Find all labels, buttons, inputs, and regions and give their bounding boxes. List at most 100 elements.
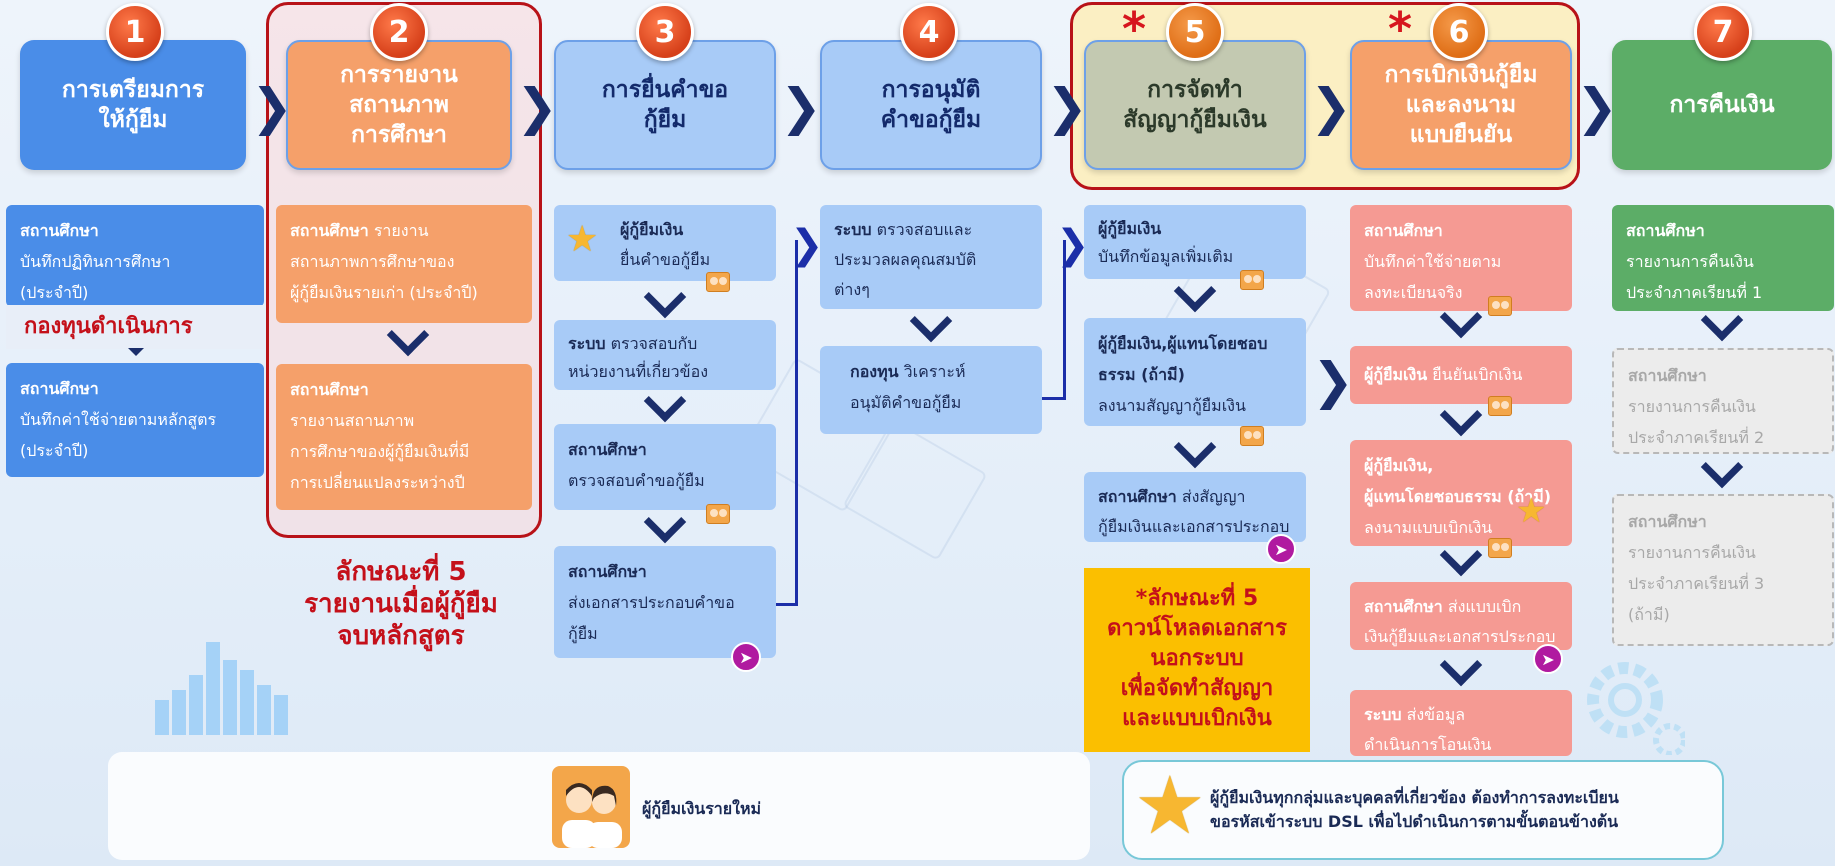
new-borrower-icon	[1240, 270, 1264, 290]
background-bar-graphic	[155, 640, 300, 735]
connector-line	[776, 240, 798, 606]
card-text: บันทึกปฏิทินการศึกษา (ประจำปี)	[20, 252, 171, 302]
chevron-down-icon	[643, 275, 687, 319]
col6-card-send-form: สถานศึกษา ส่งแบบเบิก เงินกู้ยืมและเอกสาร…	[1350, 582, 1572, 650]
step3-number: 3	[654, 14, 676, 50]
col6-card-record-expenses: สถานศึกษา บันทึกค่าใช้จ่ายตาม ลงทะเบียนจ…	[1350, 205, 1572, 311]
step2-number: 2	[388, 14, 410, 50]
card-actor: สถานศึกษา	[568, 440, 647, 459]
background-gear-icon	[1575, 645, 1687, 757]
star-legend-note: ผู้กู้ยืมเงินทุกกลุ่มและบุคคลที่เกี่ยวข้…	[1210, 788, 1619, 831]
step1-number-badge: 1	[106, 3, 164, 61]
card-text: ตรวจสอบและ ประมวลผลคุณสมบัติ ต่างๆ	[834, 220, 977, 299]
step7-title: การคืนเงิน	[1669, 92, 1775, 118]
col3-card-send-docs: สถานศึกษา ส่งเอกสารประกอบคำขอ กู้ยืม	[554, 546, 776, 658]
new-borrower-legend-label: ผู้กู้ยืมเงินรายใหม่	[642, 799, 762, 818]
card-text: รายงาน สถานภาพการศึกษาของ ผู้กู้ยืมเงินร…	[290, 221, 478, 302]
card-actor: สถานศึกษา	[20, 379, 99, 398]
step4-number: 4	[918, 14, 940, 50]
send-icon: ➤	[1533, 644, 1563, 674]
connector-line	[1042, 240, 1066, 400]
legend-panel-right	[1122, 760, 1724, 860]
col3-card-institution-check: สถานศึกษา ตรวจสอบคำขอกู้ยืม	[554, 424, 776, 510]
new-borrower-icon	[706, 272, 730, 292]
step6-title: การเบิกเงินกู้ยืม และลงนาม แบบยืนยัน	[1384, 62, 1538, 148]
col6-card-sign-form: ผู้กู้ยืมเงิน, ผู้แทนโดยชอบธรรม (ถ้ามี) …	[1350, 440, 1572, 546]
step5-asterisk: *	[1122, 2, 1147, 56]
card-actor: ผู้กู้ยืมเงิน,ผู้แทนโดยชอบ ธรรม (ถ้ามี)	[1098, 334, 1268, 384]
card-text: ส่งข้อมูล ดำเนินการโอนเงิน	[1364, 705, 1492, 754]
step4-title: การอนุมัติ คำขอกู้ยืม	[880, 77, 982, 133]
col5-note: *ลักษณะที่ 5 ดาวน์โหลดเอกสาร นอกระบบ เพื…	[1084, 568, 1310, 752]
step1-header: การเตรียมการ ให้กู้ยืม	[20, 40, 246, 170]
card-actor: กองทุน	[850, 362, 899, 381]
arrow-right-icon: ❯	[1046, 78, 1088, 136]
card-text: ลงนามแบบเบิกเงิน	[1364, 518, 1493, 537]
card-actor: ระบบ	[568, 334, 606, 353]
col3-card-system-check: ระบบ ตรวจสอบกับ หน่วยงานที่เกี่ยวข้อง	[554, 320, 776, 390]
card-actor: ผู้กู้ยืมเงิน	[620, 220, 684, 239]
card-text: วิเคราะห์ อนุมัติคำขอกู้ยืม	[850, 362, 966, 412]
send-icon: ➤	[731, 642, 761, 672]
step6-number: 6	[1448, 14, 1470, 50]
step6-number-badge: 6	[1430, 3, 1488, 61]
col5-card-sign-contract: ผู้กู้ยืมเงิน,ผู้แทนโดยชอบ ธรรม (ถ้ามี) …	[1084, 318, 1306, 426]
new-borrower-legend-icon	[552, 766, 630, 848]
step7-number-badge: 7	[1694, 3, 1752, 61]
card-text: ส่งเอกสารประกอบคำขอ กู้ยืม	[568, 593, 735, 643]
new-borrower-icon	[1488, 296, 1512, 316]
card-text: ตรวจสอบกับ หน่วยงานที่เกี่ยวข้อง	[568, 334, 708, 381]
col7-card-term2: สถานศึกษา รายงานการคืนเงิน ประจำภาคเรียน…	[1612, 348, 1834, 454]
col4-card-system-process: ระบบ ตรวจสอบและ ประมวลผลคุณสมบัติ ต่างๆ	[820, 205, 1042, 309]
col2-note: ลักษณะที่ 5 รายงานเมื่อผู้กู้ยืม จบหลักส…	[304, 557, 498, 651]
card-text: ส่งสัญญา กู้ยืมเงินและเอกสารประกอบ	[1098, 487, 1290, 536]
new-borrower-icon	[1488, 396, 1512, 416]
arrow-right-icon: ❯	[1310, 78, 1352, 136]
col5-card-send-contract: สถานศึกษา ส่งสัญญา กู้ยืมเงินและเอกสารปร…	[1084, 472, 1306, 542]
chevron-down-icon	[1173, 425, 1217, 469]
step7-header: การคืนเงิน	[1612, 40, 1832, 170]
card-text: ส่งแบบเบิก เงินกู้ยืมและเอกสารประกอบ	[1364, 597, 1556, 646]
col5-card-additional-info: ผู้กู้ยืมเงิน บันทึกข้อมูลเพิ่มเติม	[1084, 205, 1306, 279]
step6-header: การเบิกเงินกู้ยืม และลงนาม แบบยืนยัน	[1350, 40, 1572, 170]
card-actor: ระบบ	[1364, 705, 1402, 724]
col4-card-fund-approve: กองทุน วิเคราะห์ อนุมัติคำขอกู้ยืม	[820, 346, 1042, 434]
card-text: บันทึกค่าใช้จ่ายตามหลักสูตร (ประจำปี)	[20, 410, 217, 460]
card-actor: สถานศึกษา	[1628, 366, 1707, 385]
step7-number: 7	[1712, 14, 1734, 50]
card-text: รายงานการคืนเงิน ประจำภาคเรียนที่ 1	[1626, 252, 1763, 302]
star-icon: ★	[566, 219, 599, 260]
card-actor: สถานศึกษา	[568, 562, 647, 581]
step4-header: การอนุมัติ คำขอกู้ยืม	[820, 40, 1042, 170]
step5-number: 5	[1184, 14, 1206, 50]
card-text: ยื่นคำขอกู้ยืม	[620, 250, 711, 269]
step2-header: การรายงาน สถานภาพ การศึกษา	[286, 40, 512, 170]
card-text: บันทึกข้อมูลเพิ่มเติม	[1098, 247, 1234, 266]
card-actor: ระบบ	[834, 220, 872, 239]
new-borrower-icon	[1240, 426, 1264, 446]
card-actor: สถานศึกษา	[1364, 597, 1443, 616]
card-actor: สถานศึกษา	[290, 221, 369, 240]
step3-header: การยื่นคำขอ กู้ยืม	[554, 40, 776, 170]
card-actor: สถานศึกษา	[1626, 221, 1705, 240]
step1-title: การเตรียมการ ให้กู้ยืม	[61, 77, 205, 133]
step4-number-badge: 4	[900, 3, 958, 61]
step3-title: การยื่นคำขอ กู้ยืม	[601, 77, 729, 133]
new-borrower-icon	[706, 504, 730, 524]
arrow-right-icon: ❯	[516, 78, 558, 136]
col7-card-term1: สถานศึกษา รายงานการคืนเงิน ประจำภาคเรียน…	[1612, 205, 1834, 311]
arrow-right-icon: ❯	[1056, 222, 1090, 268]
card-actor: สถานศึกษา	[1628, 512, 1707, 531]
card-text: ตรวจสอบคำขอกู้ยืม	[568, 471, 705, 490]
col1-card-calendar: สถานศึกษา บันทึกปฏิทินการศึกษา (ประจำปี)	[6, 205, 264, 307]
arrow-right-icon: ❯	[790, 222, 824, 268]
card-actor: สถานศึกษา	[1098, 487, 1177, 506]
card-text: ลงนามสัญญากู้ยืมเงิน	[1098, 396, 1246, 415]
send-icon: ➤	[1266, 534, 1296, 564]
col2-card-status-report: สถานศึกษา รายงาน สถานภาพการศึกษาของ ผู้ก…	[276, 205, 532, 323]
col3-card-submit: ผู้กู้ยืมเงิน ยื่นคำขอกู้ยืม	[554, 205, 776, 281]
arrow-right-icon: ❯	[251, 78, 293, 136]
card-actor: ผู้กู้ยืมเงิน, ผู้แทนโดยชอบธรรม (ถ้ามี)	[1364, 456, 1552, 506]
arrow-right-icon: ❯	[1312, 352, 1354, 410]
col7-card-term3: สถานศึกษา รายงานการคืนเงิน ประจำภาคเรียน…	[1612, 494, 1834, 646]
